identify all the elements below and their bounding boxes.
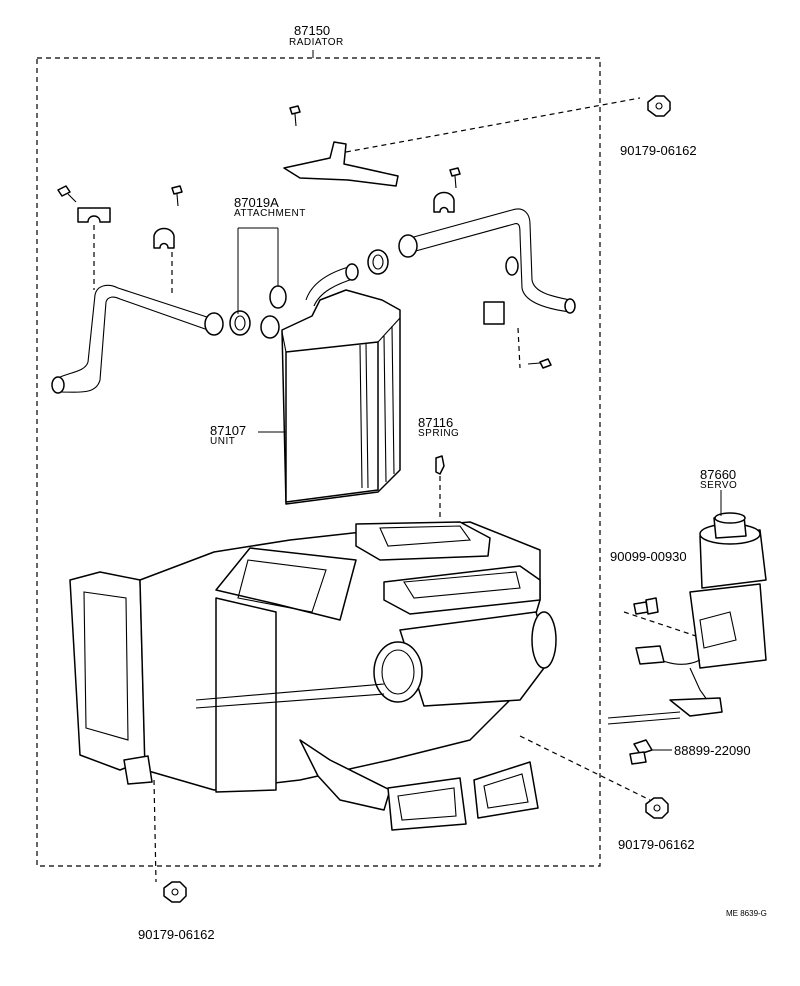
spring-part-number: 87116 — [418, 415, 454, 430]
hose-clamp-icon — [367, 234, 418, 275]
upper-pipe-end — [345, 263, 359, 281]
servo-rod — [607, 711, 681, 725]
servo-part-number: 87660 — [700, 467, 737, 482]
attachment-part-name: ATTACHMENT — [234, 208, 306, 219]
screw-icon — [633, 597, 659, 615]
drawing-code: ME 8639-G — [726, 909, 767, 918]
unit-part-name: UNIT — [210, 436, 236, 447]
nut-leader-mid — [519, 735, 651, 801]
hex-nut-icon — [163, 881, 187, 903]
o-ring-icon — [269, 285, 287, 309]
mounting-bracket — [283, 141, 399, 187]
heater-case-housing — [69, 521, 557, 831]
right-heater-hose — [409, 208, 576, 314]
spring-part-name: SPRING — [418, 428, 460, 439]
servo-assembly — [635, 512, 767, 717]
heater-core-unit — [281, 289, 401, 505]
nut-part-number-bottom: 90179-06162 — [138, 927, 215, 942]
screw-icon — [57, 105, 552, 369]
screw-part-number: 90099-00930 — [610, 549, 687, 564]
clip-icon — [629, 739, 653, 765]
nut-part-number-top: 90179-06162 — [620, 143, 697, 158]
hex-nut-icon — [647, 95, 671, 117]
hose-clamp-icon — [204, 310, 280, 339]
nut-leader-bottom — [153, 779, 157, 883]
clip-part-number: 88899-22090 — [674, 743, 751, 758]
group-boundary — [36, 57, 601, 867]
clip-leader-right — [517, 327, 521, 369]
attachment-part-number: 87019A — [234, 195, 279, 210]
nut-leader-top — [345, 97, 641, 153]
unit-part-number: 87107 — [210, 423, 247, 438]
screw-leader — [623, 611, 697, 637]
hex-nut-icon — [645, 797, 669, 819]
spring-clip-icon — [435, 455, 445, 475]
servo-part-name: SERVO — [700, 480, 738, 491]
radiator-part-number: 87150 — [294, 23, 331, 38]
nut-part-number-mid: 90179-06162 — [618, 837, 695, 852]
left-heater-hose — [51, 284, 211, 394]
radiator-part-name: RADIATOR — [289, 37, 344, 48]
pipe-clamp-icon — [77, 191, 505, 325]
